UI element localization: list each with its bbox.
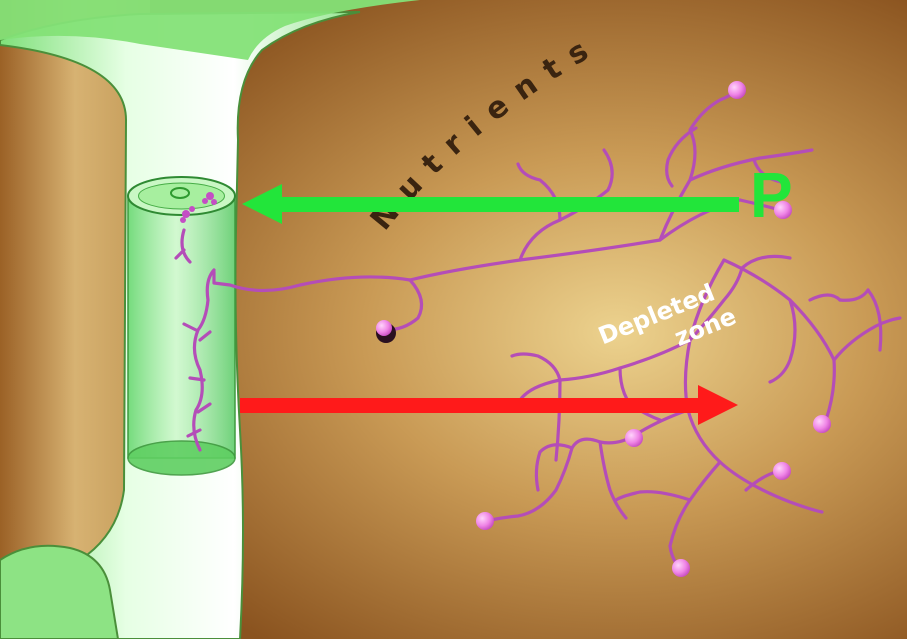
spore-7	[476, 512, 494, 530]
spore-3-highlight	[376, 320, 392, 336]
root-cell-cylinder	[128, 177, 235, 475]
spore-5	[625, 429, 643, 447]
phosphorus-label: P	[750, 159, 793, 231]
spore-6	[773, 462, 791, 480]
spore-1	[728, 81, 746, 99]
spore-8	[672, 559, 690, 577]
spore-4	[813, 415, 831, 433]
